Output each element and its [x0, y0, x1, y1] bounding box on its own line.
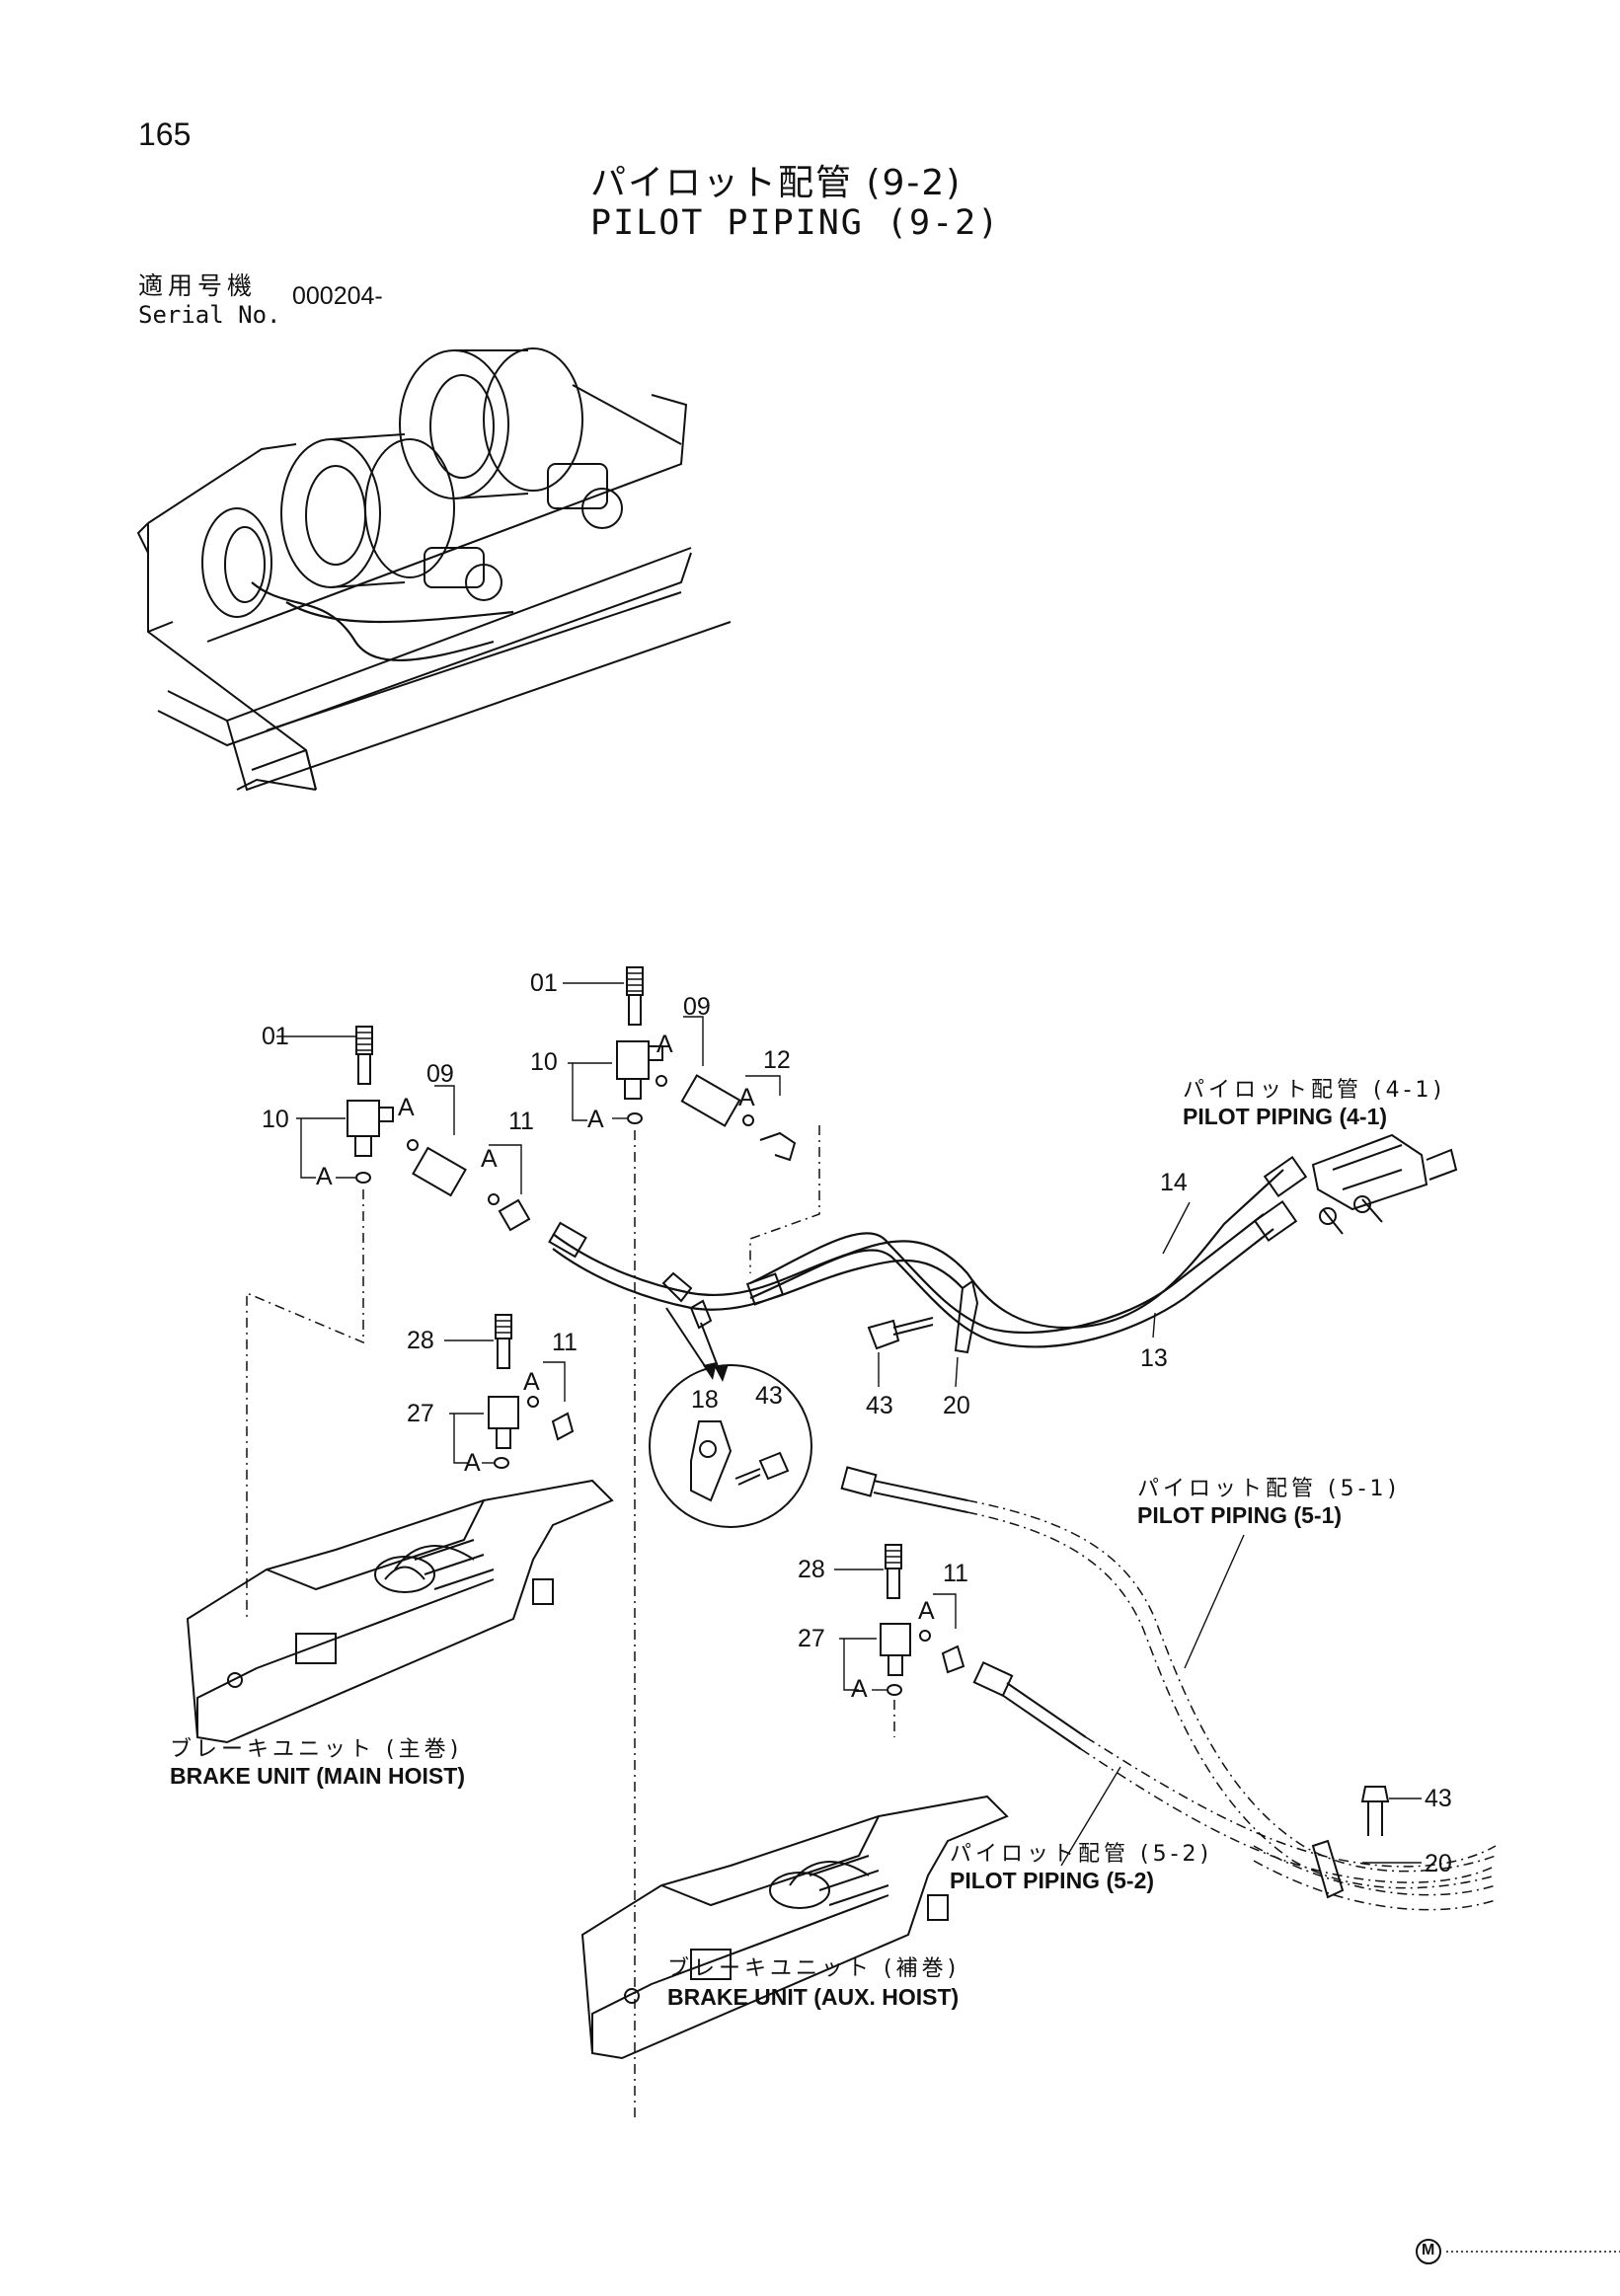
callout-a-left-2: A — [316, 1163, 333, 1190]
footer-mark-circle — [1416, 2239, 1441, 2264]
callout-11-lowerleft: 11 — [552, 1329, 578, 1356]
callout-a-lowerleft-1: A — [523, 1368, 540, 1396]
valve-group-main-brake — [444, 1314, 575, 1469]
callout-11-left: 11 — [508, 1108, 534, 1135]
callout-a-left-1: A — [398, 1094, 415, 1121]
brake-unit-aux — [580, 1795, 1009, 2060]
valve-group-left — [246, 1026, 531, 1619]
callout-09-left: 09 — [426, 1060, 454, 1088]
callout-14: 14 — [1160, 1169, 1188, 1196]
label-brake-unit-aux-jp: ブレーキユニット (補巻) — [667, 1956, 961, 1981]
callout-a-upper-1: A — [656, 1031, 673, 1058]
pilot-hose-assembly — [548, 1133, 1458, 1388]
callout-a-upper-3: A — [738, 1084, 755, 1111]
valve-group-upper — [563, 966, 820, 2122]
callout-09-upper: 09 — [683, 993, 711, 1021]
label-brake-unit-main-en: BRAKE UNIT (MAIN HOIST) — [170, 1763, 465, 1789]
callout-a-left-3: A — [481, 1145, 498, 1173]
callout-a-lowerleft-2: A — [464, 1449, 481, 1477]
label-pilot-piping-5-1-jp: パイロット配管 (5-1) — [1137, 1477, 1401, 1501]
callout-43-lower: 43 — [1425, 1785, 1452, 1812]
callout-01-upper: 01 — [530, 969, 558, 997]
callout-27-left: 27 — [407, 1400, 434, 1427]
overview-winch-sketch — [136, 347, 732, 792]
title-japanese: パイロット配管 (9-2) — [590, 163, 963, 203]
serial-value: 000204- — [292, 282, 383, 310]
title-english: PILOT PIPING (9-2) — [590, 203, 1001, 243]
pilot-hose-lower — [840, 1466, 1497, 1911]
callout-a-upper-2: A — [587, 1106, 604, 1133]
callout-10-left: 10 — [262, 1106, 289, 1133]
label-brake-unit-main-jp: ブレーキユニット (主巻) — [170, 1737, 463, 1762]
callout-11-lowerright: 11 — [943, 1560, 968, 1587]
callout-a-lowerright-2: A — [851, 1675, 868, 1703]
callout-28-right: 28 — [798, 1556, 825, 1583]
callout-28-left: 28 — [407, 1327, 434, 1354]
label-brake-unit-aux-en: BRAKE UNIT (AUX. HOIST) — [667, 1984, 960, 2010]
callout-13: 13 — [1140, 1344, 1168, 1372]
page-number: 165 — [138, 116, 192, 152]
serial-label-english: Serial No. — [138, 301, 281, 329]
callout-a-lowerright-1: A — [918, 1597, 935, 1625]
callout-43-upper: 43 — [866, 1392, 893, 1419]
callout-27-right: 27 — [798, 1625, 825, 1652]
label-pilot-piping-5-1-en: PILOT PIPING (5-1) — [1137, 1502, 1343, 1528]
callout-20-lower: 20 — [1425, 1850, 1452, 1877]
label-pilot-piping-4-1-en: PILOT PIPING (4-1) — [1183, 1104, 1388, 1129]
serial-label-japanese: 適用号機 — [138, 271, 258, 300]
valve-group-aux-brake — [834, 1544, 965, 1737]
callout-10-upper: 10 — [530, 1048, 558, 1076]
callout-43-detail: 43 — [755, 1382, 783, 1410]
label-pilot-piping-5-2-jp: パイロット配管 (5-2) — [950, 1842, 1213, 1867]
label-pilot-piping-4-1-jp: パイロット配管 (4-1) — [1183, 1078, 1446, 1103]
label-pilot-piping-5-2-en: PILOT PIPING (5-2) — [950, 1868, 1155, 1893]
footer-mark: M — [1422, 2242, 1435, 2258]
detail-circle-clamp — [649, 1364, 812, 1528]
callout-01-left: 01 — [262, 1023, 289, 1050]
callout-18: 18 — [691, 1386, 719, 1414]
brake-unit-main — [186, 1479, 614, 1744]
callout-20-upper: 20 — [943, 1392, 970, 1419]
callout-12: 12 — [763, 1046, 791, 1074]
